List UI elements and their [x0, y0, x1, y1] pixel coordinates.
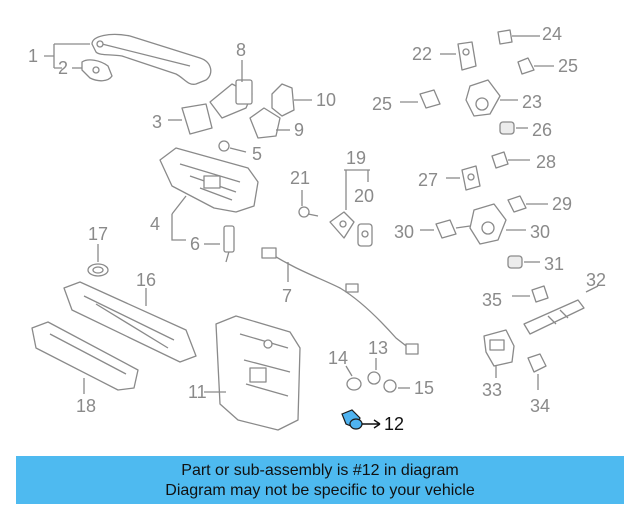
part-35-bolt	[512, 285, 549, 303]
callout-15: 15	[414, 378, 434, 398]
part-22-bracket	[440, 41, 477, 71]
part-20-clip	[357, 223, 373, 247]
banner-line-1: Part or sub-assembly is #12 in diagram	[181, 462, 459, 479]
part-18-pad	[31, 321, 139, 394]
callout-13: 13	[368, 338, 388, 358]
part-3-gasket	[168, 103, 213, 135]
part-11-lock-actuator	[204, 315, 301, 431]
callout-3: 3	[152, 112, 162, 132]
part-19-link	[329, 211, 355, 239]
part-8-lock-cylinder	[209, 60, 253, 119]
part-33-block	[483, 329, 515, 378]
part-16-trim	[63, 281, 197, 363]
part-27-bracket	[446, 165, 481, 191]
callout-12: 12	[384, 414, 404, 434]
callout-30b: 30	[394, 222, 414, 242]
callout-5: 5	[252, 144, 262, 164]
callout-8: 8	[236, 40, 246, 60]
part-4-handle-carrier	[159, 147, 259, 241]
part-26-bushing	[499, 121, 528, 135]
callout-34: 34	[530, 396, 550, 416]
part-24-bolt	[497, 29, 526, 45]
callout-25b: 25	[372, 94, 392, 114]
part-34-nut	[527, 353, 547, 390]
callout-18: 18	[76, 396, 96, 416]
part-23-hinge	[465, 79, 518, 117]
callout-26: 26	[532, 120, 552, 140]
part-6-rod	[204, 225, 235, 263]
callout-11: 11	[188, 382, 207, 402]
callout-35: 35	[482, 290, 502, 310]
callout-23: 23	[522, 92, 542, 112]
part-17-grommet	[87, 244, 109, 277]
callout-16: 16	[136, 270, 156, 290]
callout-29: 28	[536, 152, 556, 172]
part-25-bolt-lower	[400, 89, 441, 109]
part-25-bolt-upper	[517, 57, 554, 75]
parts-diagram: 1 2 8 10 9 3 5 4	[28, 24, 606, 434]
callout-33: 33	[482, 380, 502, 400]
part-30-bolt-lower	[420, 219, 471, 239]
callout-21: 21	[290, 168, 310, 188]
callout-14: 14	[328, 348, 348, 368]
part-30-bolt-upper	[507, 195, 548, 213]
callout-4: 4	[150, 214, 160, 234]
part-10-bracket	[271, 83, 312, 117]
callout-2: 2	[58, 58, 68, 78]
part-32-check-strap	[523, 285, 599, 335]
part-9-cap	[249, 107, 290, 139]
callout-28: 30	[530, 222, 550, 242]
callout-22: 22	[412, 44, 432, 64]
callout-1: 1	[28, 46, 38, 66]
part-14-bushing	[345, 365, 362, 391]
callout-31: 31	[544, 254, 564, 274]
callout-24: 24	[542, 24, 562, 44]
part-28-hinge	[469, 203, 526, 245]
callout-20: 20	[354, 186, 374, 206]
part-29-bolt	[491, 151, 530, 169]
callout-6: 6	[190, 234, 200, 254]
info-banner: Part or sub-assembly is #12 in diagram D…	[16, 456, 624, 504]
callout-25a: 25	[558, 56, 578, 76]
part-7-cable	[261, 247, 419, 355]
part-15-bushing	[383, 379, 410, 393]
part-31-bushing	[507, 255, 540, 269]
callout-19: 19	[346, 148, 366, 168]
callout-27: 27	[418, 170, 438, 190]
callout-10: 10	[316, 90, 336, 110]
part-21-pin	[298, 190, 319, 218]
part-12-screw	[341, 409, 381, 430]
part-13-bushing	[367, 358, 381, 385]
part-2-handle-cover	[81, 59, 113, 82]
callout-9: 9	[294, 120, 304, 140]
callout-30a: 29	[552, 194, 572, 214]
callout-32: 32	[586, 270, 606, 290]
part-5-screw	[218, 140, 247, 153]
part-1-outside-handle	[91, 33, 212, 85]
banner-line-2: Diagram may not be specific to your vehi…	[165, 482, 475, 499]
callout-17: 17	[88, 224, 108, 244]
leader-1	[44, 43, 90, 69]
callout-7: 7	[282, 286, 292, 306]
